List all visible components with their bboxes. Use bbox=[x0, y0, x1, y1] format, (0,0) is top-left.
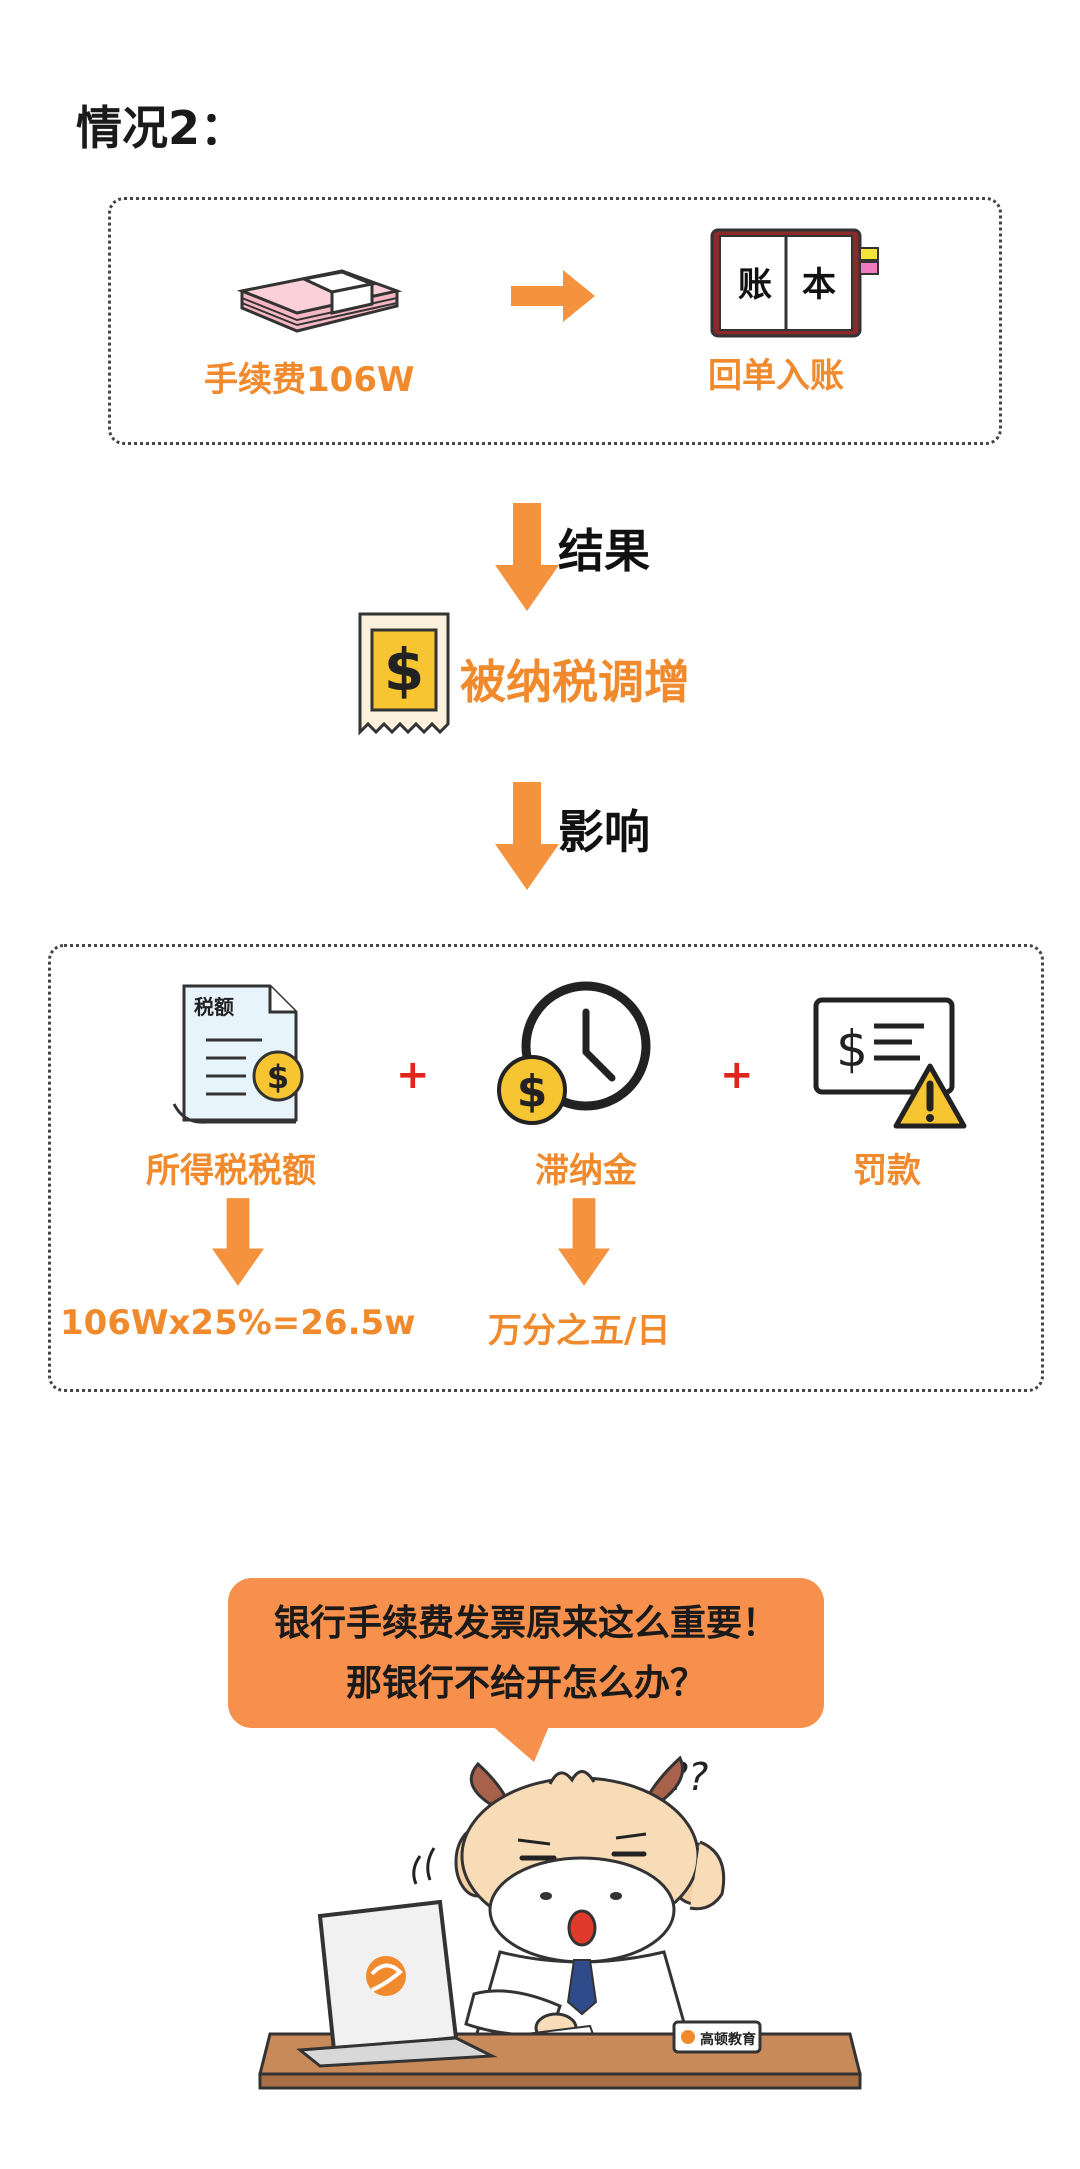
tax-document-icon: 税额 $ bbox=[172, 984, 304, 1124]
income-tax-formula: 106Wx25%=26.5w bbox=[60, 1303, 416, 1343]
svg-text:$: $ bbox=[836, 1020, 868, 1078]
arrow-down-icon bbox=[558, 1198, 610, 1286]
arrow-right-icon bbox=[511, 270, 595, 322]
arrow-down-icon bbox=[212, 1198, 264, 1286]
nameplate-text: 高顿教育 bbox=[700, 2031, 756, 2048]
result-label: 结果 bbox=[558, 524, 650, 578]
arrow-down-icon bbox=[495, 782, 559, 890]
ledger-book-icon: 账 本 bbox=[710, 228, 879, 338]
speech-bubble: 银行手续费发票原来这么重要！ 那银行不给开怎么办？ bbox=[228, 1578, 824, 1728]
confused-mascot-illustration: ?? 高顿教育 bbox=[258, 1755, 862, 2090]
speech-bubble-tail bbox=[490, 1724, 550, 1762]
late-fee-label: 滞纳金 bbox=[535, 1151, 637, 1191]
svg-text:$: $ bbox=[267, 1058, 289, 1096]
svg-text:$: $ bbox=[384, 636, 424, 704]
fee-label: 手续费106W bbox=[204, 360, 415, 400]
income-tax-label: 所得税税额 bbox=[146, 1151, 316, 1191]
book-label: 回单入账 bbox=[708, 356, 844, 396]
speech-line-1: 银行手续费发票原来这么重要！ bbox=[273, 1603, 778, 1644]
svg-text:$: $ bbox=[517, 1066, 548, 1117]
plus-sign: + bbox=[720, 1052, 754, 1098]
clock-coin-icon: $ bbox=[497, 981, 651, 1125]
speech-line-2: 那银行不给开怎么办？ bbox=[345, 1663, 706, 1704]
impact-box bbox=[48, 944, 1044, 1392]
penalty-warning-icon: $ bbox=[813, 997, 967, 1129]
book-char-right: 本 bbox=[802, 265, 836, 305]
tax-doc-tag: 税额 bbox=[194, 995, 234, 1019]
page-title: 情况2： bbox=[76, 101, 247, 155]
fee-flow-box bbox=[108, 197, 1002, 445]
book-char-left: 账 bbox=[738, 265, 772, 305]
penalty-label: 罚款 bbox=[853, 1151, 921, 1191]
dollar-receipt-icon: $ bbox=[358, 612, 450, 736]
impact-label: 影响 bbox=[558, 805, 650, 859]
money-stack-icon bbox=[236, 269, 403, 333]
outcome-label: 被纳税调增 bbox=[460, 655, 690, 709]
plus-sign: + bbox=[396, 1052, 430, 1098]
arrow-down-icon bbox=[495, 503, 559, 611]
late-fee-rate: 万分之五/日 bbox=[488, 1311, 671, 1351]
